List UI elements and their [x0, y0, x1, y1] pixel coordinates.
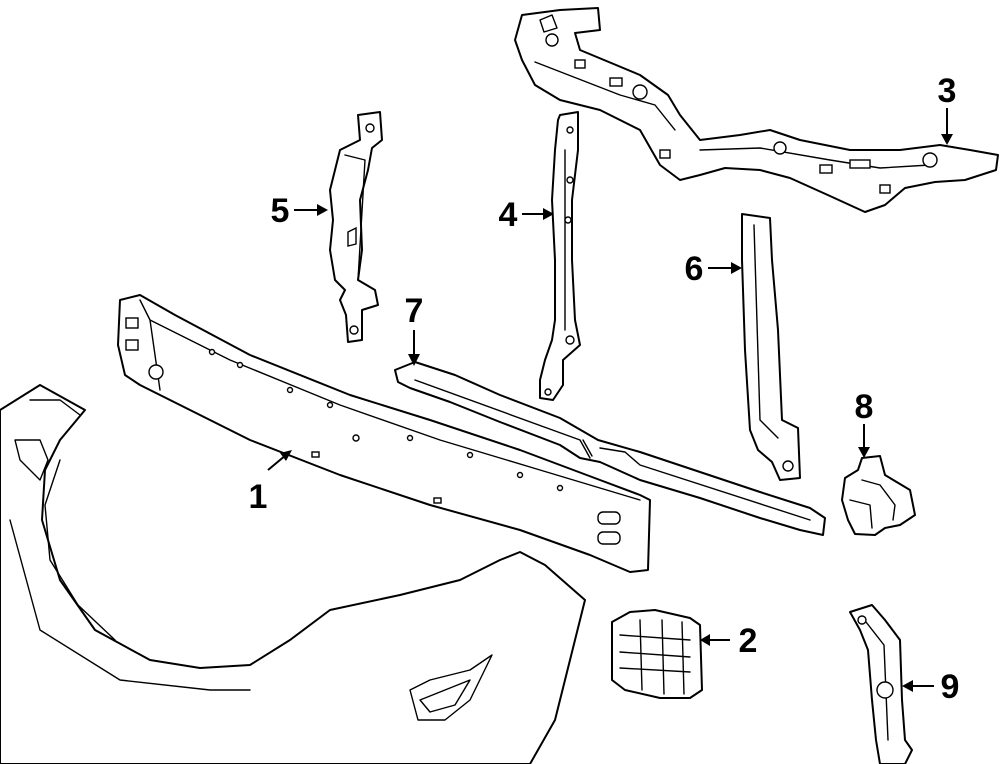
arrowhead-3 — [941, 134, 953, 145]
mounting-bracket — [841, 455, 916, 536]
vertical-support-brace — [741, 213, 801, 481]
callout-5: 5 — [271, 192, 290, 230]
callout-4: 4 — [499, 196, 518, 234]
callout-labels: 1 2 3 4 5 6 7 8 9 — [249, 72, 960, 706]
arrowhead-2 — [700, 634, 710, 646]
support-bracket-lower — [849, 604, 913, 764]
callout-6: 6 — [685, 250, 704, 288]
arrowhead-1 — [280, 450, 292, 461]
arrowhead-8 — [858, 447, 870, 458]
arrowhead-9 — [902, 680, 913, 692]
center-support-bracket — [539, 111, 581, 401]
callout-9: 9 — [941, 668, 960, 706]
leader-1 — [267, 454, 287, 471]
energy-absorber — [611, 609, 703, 699]
leader-lines — [267, 108, 953, 692]
lower-tie-bar — [394, 361, 826, 536]
callout-7: 7 — [405, 292, 424, 330]
bumper-impact-bar — [117, 294, 651, 573]
callout-1: 1 — [249, 478, 268, 516]
radiator-support-upper-tie-bar — [514, 7, 999, 213]
callout-8: 8 — [855, 388, 874, 426]
callout-3: 3 — [938, 72, 957, 110]
arrowhead-5 — [317, 204, 328, 216]
front-bumper-cover — [0, 384, 586, 764]
arrowhead-6 — [731, 262, 742, 274]
arrowhead-4 — [543, 208, 554, 220]
arrowhead-7 — [408, 354, 420, 366]
side-support-bracket — [329, 111, 383, 343]
callout-2: 2 — [739, 622, 758, 660]
